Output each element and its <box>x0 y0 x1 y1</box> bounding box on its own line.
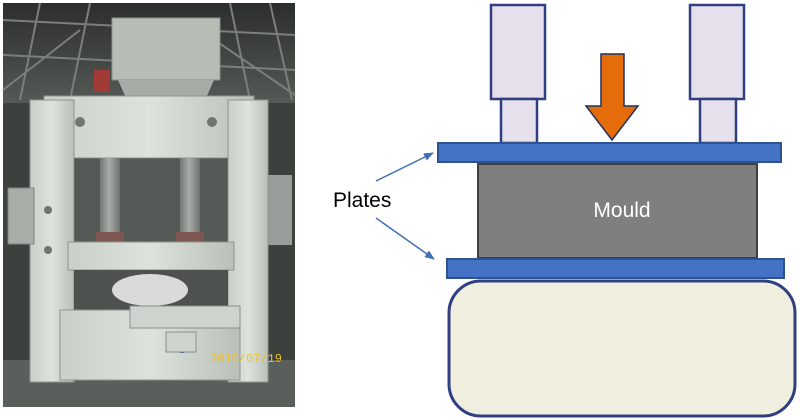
column-bolt <box>44 246 52 254</box>
crown-bolt <box>75 117 85 127</box>
mould-label: Mould <box>593 199 650 222</box>
photo-date-stamp: 2010/07/19 <box>210 352 282 366</box>
press-crown <box>43 95 255 159</box>
press-control-box <box>7 187 35 245</box>
bottom-plate <box>446 258 785 279</box>
right-cylinder-rod <box>698 97 738 145</box>
press-tray <box>129 305 241 329</box>
press-mould-part <box>112 274 188 306</box>
right-cylinder <box>688 3 746 145</box>
top-plate <box>437 142 782 163</box>
pointer-arrow-to-top-plate <box>375 152 434 182</box>
plates-label: Plates <box>333 189 391 212</box>
press-base <box>447 279 797 418</box>
force-down-arrow <box>584 53 640 142</box>
right-cylinder-barrel <box>688 3 746 101</box>
press-moving-platen <box>67 241 235 271</box>
left-cylinder-rod <box>499 97 539 145</box>
press-diagram: Mould Plates <box>333 3 797 418</box>
press-photo: 2010/07/19 <box>2 2 296 407</box>
left-cylinder <box>489 3 547 145</box>
press-top-tank <box>111 17 221 81</box>
press-gap <box>74 158 228 242</box>
left-cylinder-barrel <box>489 3 547 101</box>
press-tank-base <box>118 80 214 98</box>
press-red-motor <box>94 70 110 92</box>
crown-bolt <box>207 117 217 127</box>
column-bolt <box>44 206 52 214</box>
press-motor-box <box>165 331 197 353</box>
pointer-arrow-to-bottom-plate <box>375 217 435 260</box>
